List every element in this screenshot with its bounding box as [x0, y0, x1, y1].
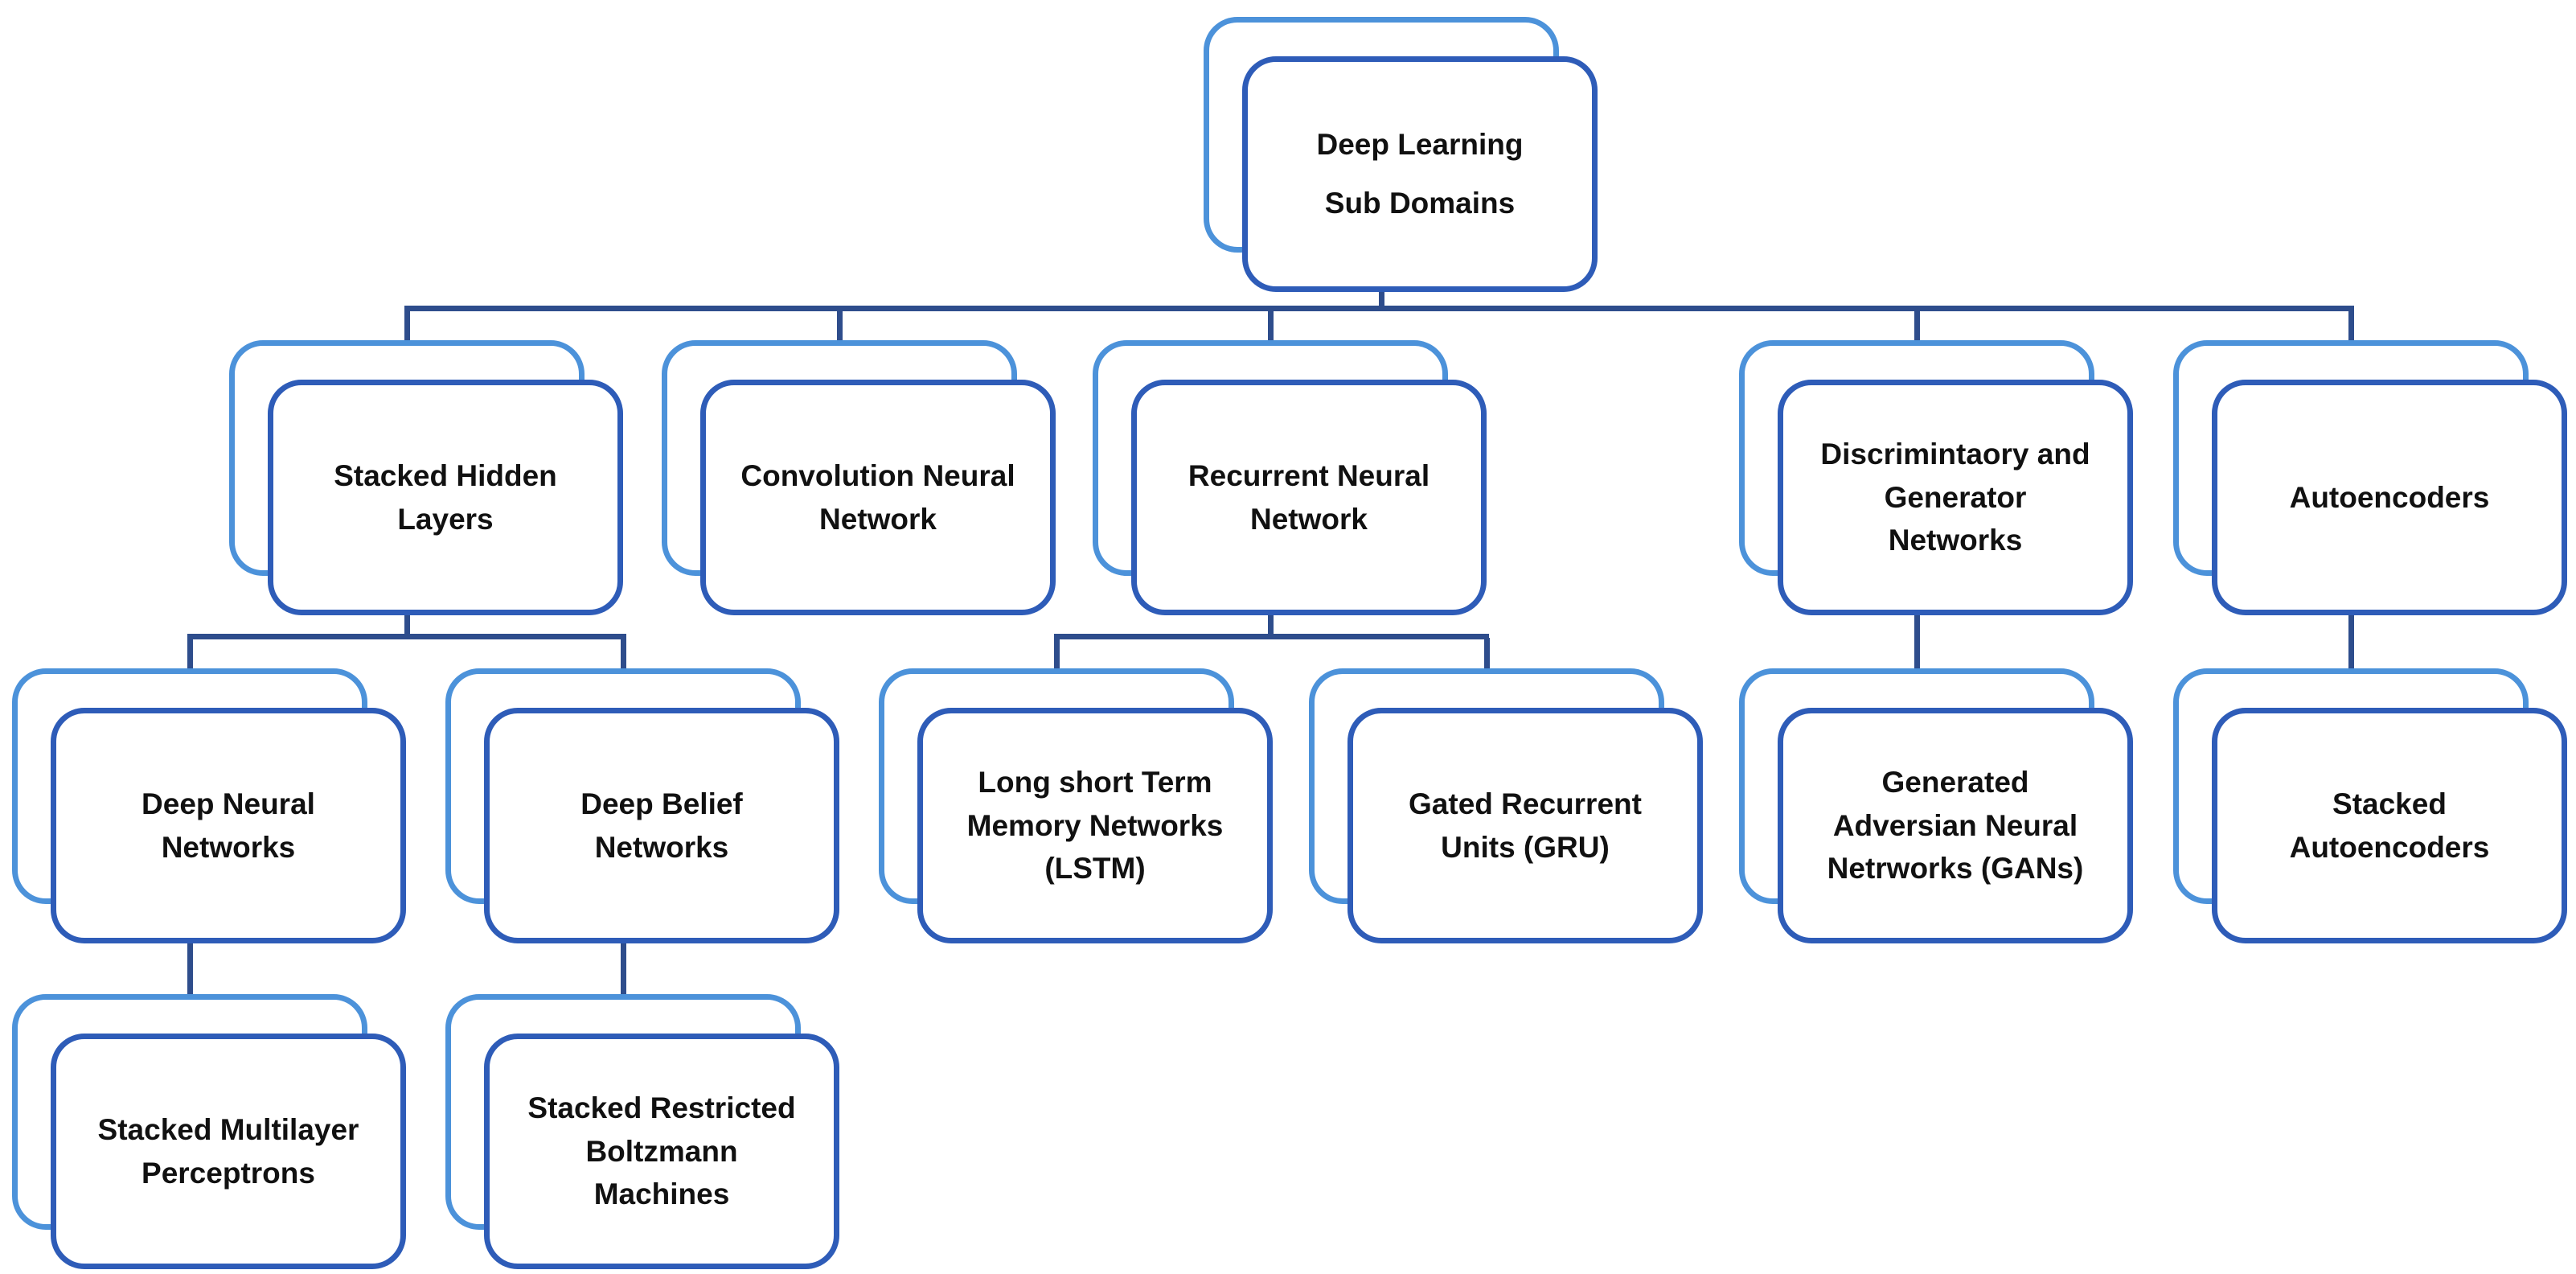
node-label: Autoencoders — [2289, 480, 2490, 514]
connector-level1-trunk — [404, 306, 2354, 311]
connector-root-drop — [1379, 290, 1384, 309]
node-label: Discrimintaory and Generator Networks — [1820, 438, 2090, 557]
connector-drop-stacked-hidden-layers — [404, 310, 410, 343]
node-front-card: Convolution Neural Network — [700, 380, 1056, 615]
connector-drop-stacked-multilayer-perceptrons — [187, 941, 193, 997]
node-label: Stacked Restricted Boltzmann Machines — [527, 1091, 796, 1211]
node-front-card: Stacked Multilayer Perceptrons — [51, 1034, 406, 1269]
node-stacked-restricted-boltzmann-machines: Stacked Restricted Boltzmann Machines — [445, 994, 839, 1269]
connector-drop-lstm — [1054, 638, 1060, 672]
node-label: Gated Recurrent Units (GRU) — [1409, 787, 1642, 864]
node-label: Long short Term Memory Networks (LSTM) — [966, 766, 1224, 886]
node-front-card: Discrimintaory and Generator Networks — [1778, 380, 2133, 615]
node-label: Recurrent Neural Network — [1188, 458, 1430, 536]
connector-recurrent-bar — [1054, 634, 1489, 639]
node-label: Convolution Neural Network — [740, 458, 1015, 536]
node-deep-belief-networks: Deep Belief Networks — [445, 668, 839, 943]
connector-drop-gru — [1484, 638, 1490, 672]
node-label: Stacked Hidden Layers — [334, 458, 557, 536]
node-front-card: Deep Neural Networks — [51, 708, 406, 943]
connector-drop-gans — [1914, 613, 1920, 672]
connector-stacked-hidden-layers-bar — [187, 634, 626, 639]
connector-drop-deep-belief-networks — [621, 638, 626, 672]
connector-drop-stacked-autoencoders — [2348, 613, 2354, 672]
connector-drop-stacked-restricted-boltzmann-machines — [621, 941, 626, 997]
node-front-card: Stacked Restricted Boltzmann Machines — [484, 1034, 839, 1269]
node-front-card: Gated Recurrent Units (GRU) — [1347, 708, 1703, 943]
node-front-card: Deep Belief Networks — [484, 708, 839, 943]
node-recurrent-neural-network: Recurrent Neural Network — [1093, 340, 1487, 615]
node-discriminatory-and-generator-networks: Discrimintaory and Generator Networks — [1739, 340, 2133, 615]
connector-stacked-hidden-layers-stem — [404, 613, 410, 637]
node-front-card: Autoencoders — [2212, 380, 2567, 615]
connector-drop-convolution-neural-network — [837, 310, 843, 343]
node-label: Deep Neural Networks — [142, 787, 315, 864]
node-convolution-neural-network: Convolution Neural Network — [662, 340, 1056, 615]
node-autoencoders: Autoencoders — [2173, 340, 2567, 615]
node-label: Generated Adversian Neural Netrworks (GA… — [1827, 766, 2084, 886]
node-stacked-hidden-layers: Stacked Hidden Layers — [229, 340, 623, 615]
node-deep-neural-networks: Deep Neural Networks — [12, 668, 406, 943]
connector-drop-recurrent-neural-network — [1268, 310, 1274, 343]
node-front-card: Generated Adversian Neural Netrworks (GA… — [1778, 708, 2133, 943]
node-gated-recurrent-units: Gated Recurrent Units (GRU) — [1309, 668, 1703, 943]
connector-drop-discriminatory-generator-networks — [1914, 310, 1920, 343]
connector-drop-deep-neural-networks — [187, 638, 193, 672]
node-label: Stacked Multilayer Perceptrons — [97, 1112, 359, 1190]
node-stacked-autoencoders: Stacked Autoencoders — [2173, 668, 2567, 943]
node-label: Deep Learning Sub Domains — [1316, 128, 1524, 220]
connector-drop-autoencoders — [2348, 310, 2354, 343]
node-front-card: Stacked Hidden Layers — [268, 380, 623, 615]
node-long-short-term-memory-networks: Long short Term Memory Networks (LSTM) — [879, 668, 1273, 943]
connector-recurrent-stem — [1268, 613, 1274, 637]
node-generated-adversarial-neural-networks: Generated Adversian Neural Netrworks (GA… — [1739, 668, 2133, 943]
node-front-card: Deep Learning Sub Domains — [1242, 56, 1598, 292]
node-front-card: Long short Term Memory Networks (LSTM) — [917, 708, 1273, 943]
node-label: Stacked Autoencoders — [2289, 787, 2490, 864]
node-label: Deep Belief Networks — [580, 787, 743, 864]
node-stacked-multilayer-perceptrons: Stacked Multilayer Perceptrons — [12, 994, 406, 1269]
node-deep-learning-sub-domains: Deep Learning Sub Domains — [1204, 17, 1598, 292]
node-front-card: Stacked Autoencoders — [2212, 708, 2567, 943]
node-front-card: Recurrent Neural Network — [1131, 380, 1487, 615]
